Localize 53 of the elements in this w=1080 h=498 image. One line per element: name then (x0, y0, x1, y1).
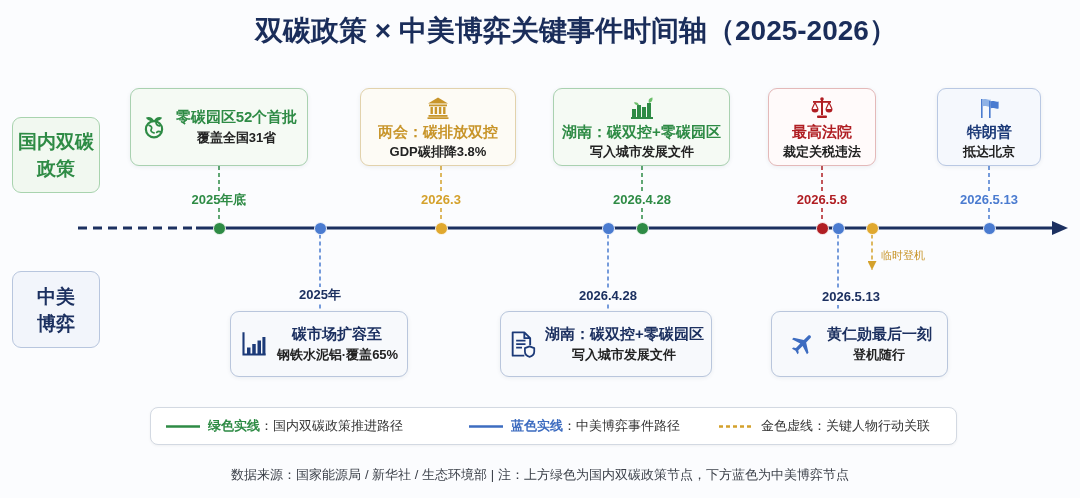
event-card (130, 88, 308, 166)
event-title: 湖南：碳双控+零碳园区 (562, 123, 721, 141)
event-title: 两会：碳排放双控 (378, 123, 498, 141)
date-label: 2026.5.13 (957, 192, 1021, 208)
event-title: 碳市场扩容至 (292, 325, 383, 343)
event-detail: 钢铁水泥铝·覆盖65% (276, 347, 399, 363)
timeline-dot (434, 221, 448, 235)
lane-box (12, 117, 100, 193)
event-title: 湖南：碳双控+零碳园区 (545, 325, 704, 343)
timeline-dot (313, 221, 327, 235)
event-detail: 裁定关税违法 (783, 144, 861, 160)
timeline-dot (831, 221, 845, 235)
lane-box (12, 271, 100, 348)
legend-text: 蓝色实线：中美博弈事件路径 (511, 417, 680, 435)
legend-text: 绿色实线：国内双碳政策推进路径 (208, 417, 403, 435)
timeline-dot (601, 221, 615, 235)
date-label: 2026.4.28 (576, 288, 640, 304)
edge-label: 临时登机 (878, 248, 928, 262)
event-detail: 写入城市发展文件 (572, 347, 677, 363)
lane-title: 中美博弈 (36, 284, 76, 336)
timeline-dot (982, 221, 996, 235)
diagram-title: 双碳政策 × 中美博弈关键事件时间轴（2025-2026） (255, 14, 897, 48)
leader-line (319, 233, 321, 312)
timeline-dot (212, 221, 226, 235)
dashed-arrow (867, 233, 877, 271)
leader-line (837, 233, 839, 312)
event-card (360, 88, 516, 166)
event-title: 特朗普 (966, 123, 1012, 141)
event-card (230, 311, 408, 377)
lane-title: 国内双碳政策 (17, 130, 95, 181)
event-card (768, 88, 876, 166)
date-label: 2026.4.28 (610, 192, 674, 208)
event-title: 黄仁勋最后一刻 (826, 325, 932, 343)
event-title: 最高法院 (792, 123, 852, 141)
event-title: 零碳园区52个首批 (175, 108, 298, 126)
event-card (937, 88, 1041, 166)
leader-line (607, 233, 609, 312)
source-note: 数据来源：国家能源局 / 新华社 / 生态环境部 | 注：上方绿色为国内双碳政策节点，下方蓝色为中美博弈节点 (231, 466, 849, 484)
legend-text: 金色虚线：关键人物行动关联 (761, 417, 930, 435)
timeline-dot (865, 221, 879, 235)
date-label: 2026.5.13 (819, 289, 883, 305)
date-label: 2025年 (296, 287, 344, 303)
timeline-dot (815, 221, 829, 235)
event-detail: 抵达北京 (963, 144, 1015, 160)
date-label: 2026.3 (418, 192, 464, 208)
event-card (553, 88, 730, 166)
event-detail: 写入城市发展文件 (589, 144, 694, 160)
event-detail: 登机随行 (853, 347, 905, 363)
event-detail: GDP碳排降3.8% (389, 144, 487, 160)
event-detail: 覆盖全国31省 (196, 130, 277, 146)
event-card (500, 311, 712, 377)
timeline-dot (635, 221, 649, 235)
event-card (771, 311, 948, 377)
